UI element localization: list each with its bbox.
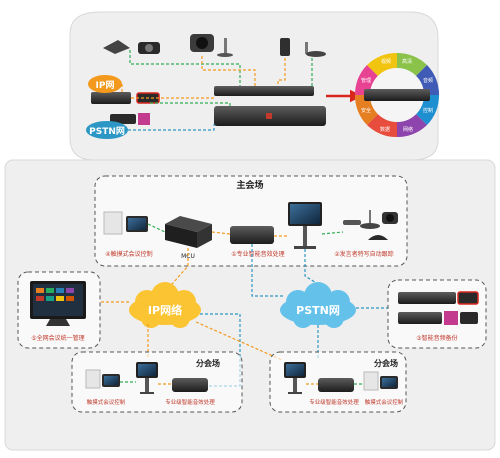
audio-processor-device <box>230 226 274 244</box>
top-ip-cloud <box>88 75 122 93</box>
pstn-network-label: PSTN网 <box>296 304 340 317</box>
main-venue-box <box>94 175 408 267</box>
branch-left-devices <box>85 362 208 394</box>
ring-label-6: 管理 <box>361 77 371 84</box>
top-microphones <box>280 38 326 57</box>
ring-label-2: 控制 <box>423 107 433 114</box>
top-pstn-label: PSTN网 <box>89 126 125 137</box>
branch-left-box <box>71 351 243 413</box>
top-endpoint-3 <box>110 114 136 124</box>
smart-backup-caption: ③智能音频备份 <box>416 334 457 342</box>
touch-panel-device <box>103 211 148 235</box>
branch-right-caption-audio: 专业级智能音效处理 <box>309 398 359 406</box>
top-endpoint-1 <box>91 92 131 104</box>
ring-label-3: 网络 <box>403 126 413 133</box>
speaker-tracking-caption: ②发言者特写自动跟踪 <box>334 250 393 258</box>
ring-label-0: 高清 <box>402 58 412 65</box>
top-hd-camera <box>190 34 233 57</box>
audio-processing-caption: ①专业智能音效处理 <box>231 250 284 258</box>
top-mcu-logo <box>266 113 272 119</box>
top-mcu-rack <box>214 86 314 96</box>
ip-network-cloud <box>129 282 201 328</box>
branch-left-caption-touch: 触摸式会议控制 <box>87 398 126 406</box>
branch-right-caption-touch: 触摸式会议控制 <box>365 398 404 406</box>
branch-left-connectors <box>120 381 172 385</box>
branch-left-title: 分会场 <box>196 358 220 368</box>
ring-labels: 高清 音频 控制 网络 数据 安全 管理 视频 <box>361 58 433 133</box>
management-monitor <box>30 281 86 326</box>
top-ip-label: IP网 <box>96 80 115 91</box>
mcu-caption: MCU <box>181 253 195 260</box>
branch-right-title: 分会场 <box>374 358 398 368</box>
ip-network-label: IP网络 <box>148 303 182 317</box>
main-venue-title: 主会场 <box>236 179 263 191</box>
speaker-tracking-device <box>343 210 398 240</box>
feature-ring <box>354 52 440 138</box>
branch-right-devices <box>284 362 398 394</box>
top-connectors <box>121 50 313 131</box>
pstn-network-cloud <box>280 282 356 328</box>
top-pstn-cloud <box>86 121 128 139</box>
mcu-device <box>165 216 212 248</box>
ring-label-5: 安全 <box>361 107 371 114</box>
ring-label-4: 数据 <box>380 126 390 133</box>
ring-label-1: 音频 <box>423 77 433 84</box>
ring-label-7: 视频 <box>381 58 391 65</box>
top-endpoint-4 <box>138 113 150 125</box>
main-connectors <box>147 223 344 297</box>
backup-devices <box>398 291 479 325</box>
video-display-device <box>288 202 322 249</box>
branch-left-caption-audio: 专业级智能音效处理 <box>165 398 215 406</box>
touch-control-caption: ④触摸式会议控制 <box>105 250 152 258</box>
top-camera-devices <box>103 40 160 54</box>
global-management-caption: ⑤全网会议统一管理 <box>31 334 84 342</box>
